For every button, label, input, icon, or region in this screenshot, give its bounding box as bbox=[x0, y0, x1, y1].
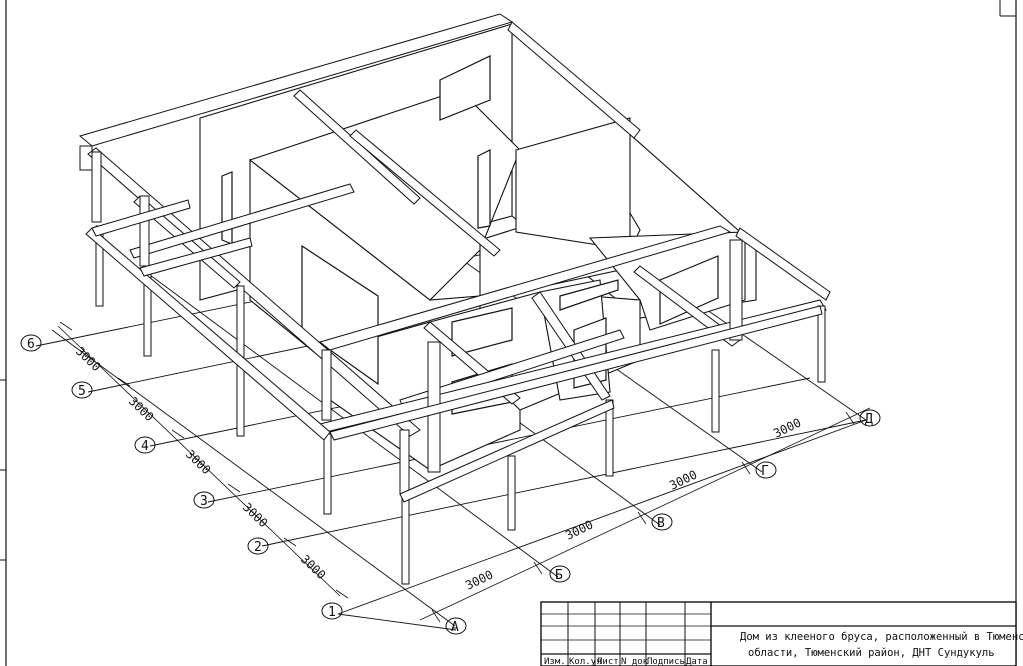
tb-header-ndok: N док bbox=[621, 657, 649, 666]
window-side-left bbox=[221, 171, 233, 245]
svg-text:3: 3 bbox=[200, 494, 208, 509]
axis-bubble-4: 4 bbox=[134, 436, 156, 454]
number-dimensions: 3000 3000 3000 3000 3000 bbox=[73, 344, 329, 582]
window-right-room bbox=[659, 255, 719, 325]
title-block: Изм. Кол.уч Лист N док Подпись Дата Дом … bbox=[540, 601, 1023, 666]
dim-number-5: 3000 bbox=[298, 552, 329, 582]
axis-bubble-6: 6 bbox=[20, 334, 42, 352]
svg-text:Б: Б bbox=[555, 568, 563, 583]
dim-number-1: 3000 bbox=[73, 344, 104, 374]
dim-letter-3: 3000 bbox=[667, 467, 699, 492]
dim-number-4: 3000 bbox=[240, 500, 271, 530]
door-inner bbox=[477, 149, 491, 229]
window-back-right bbox=[439, 55, 491, 121]
axis-bubble-d: Д bbox=[859, 409, 881, 427]
tb-header-data: Дата bbox=[686, 657, 708, 666]
letter-axis-bubbles: А Б В Г Д bbox=[445, 409, 881, 635]
axis-bubble-v: В bbox=[651, 513, 673, 531]
dim-letter-2: 3000 bbox=[563, 517, 595, 542]
axis-bubble-g: Г bbox=[755, 461, 777, 479]
axis-bubble-a: А bbox=[445, 617, 467, 635]
axis-bubble-3: 3 bbox=[193, 491, 215, 509]
axis-bubble-b: Б bbox=[549, 565, 571, 583]
window-front-3 bbox=[559, 279, 619, 311]
tb-header-podpis: Подпись bbox=[647, 657, 685, 666]
svg-text:Г: Г bbox=[761, 464, 769, 479]
svg-text:4: 4 bbox=[141, 439, 149, 454]
window-central bbox=[301, 244, 379, 386]
central-wall-top bbox=[248, 89, 521, 301]
tb-header-list: Лист bbox=[597, 657, 619, 666]
house-model bbox=[78, 13, 831, 585]
svg-text:6: 6 bbox=[27, 337, 35, 352]
svg-text:1: 1 bbox=[328, 605, 336, 620]
deck-beams bbox=[85, 199, 823, 503]
dim-number-2: 3000 bbox=[126, 394, 157, 424]
axis-bubble-1: 1 bbox=[321, 602, 343, 620]
svg-text:5: 5 bbox=[78, 384, 86, 399]
dim-letter-4: 3000 bbox=[771, 415, 803, 440]
drawing-title-line-1: Дом из клееного бруса, расположенный в Т… bbox=[740, 631, 1023, 643]
dimension-lines bbox=[57, 321, 871, 623]
number-axis-bubbles: 1 2 3 4 5 6 bbox=[20, 334, 343, 620]
svg-text:Д: Д bbox=[865, 412, 873, 427]
svg-text:В: В bbox=[657, 516, 665, 531]
drawing-title-line-2: области, Тюменский район, ДНТ Сундукуль bbox=[748, 647, 995, 659]
axis-bubble-5: 5 bbox=[71, 381, 93, 399]
svg-text:2: 2 bbox=[254, 540, 262, 555]
svg-text:А: А bbox=[451, 620, 459, 635]
dim-letter-1: 3000 bbox=[463, 567, 495, 592]
tb-header-koluch: Кол.уч bbox=[569, 657, 602, 666]
dim-number-3: 3000 bbox=[183, 447, 214, 477]
axis-bubble-2: 2 bbox=[247, 537, 269, 555]
tb-header-izm: Изм. bbox=[544, 657, 566, 666]
